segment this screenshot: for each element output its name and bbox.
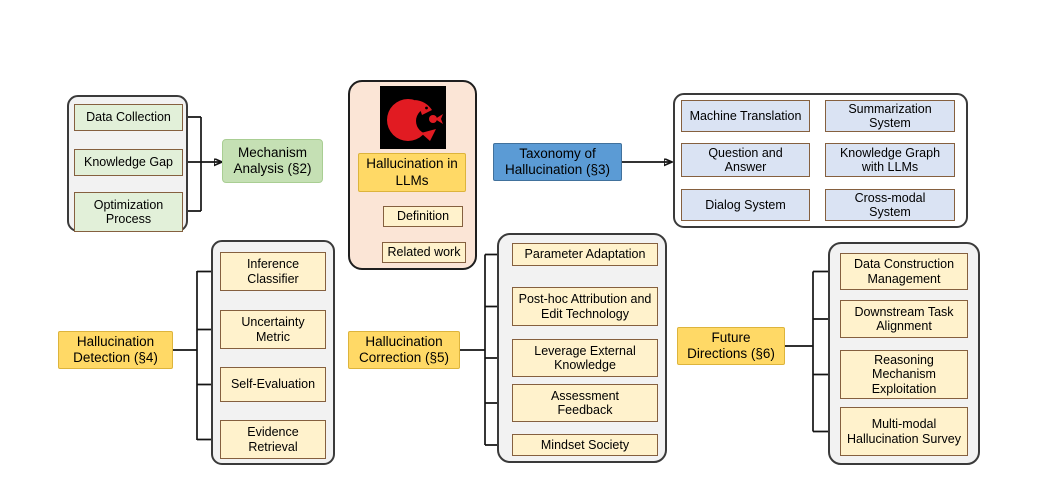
node-knowledge-graph-with-llms: Knowledge Graph with LLMs [825,143,955,177]
node-machine-translation: Machine Translation [681,100,810,132]
node-leverage-external-knowledge: Leverage External Knowledge [512,339,658,377]
node-dialog-system: Dialog System [681,189,810,221]
node-optimization-process: Optimization Process [74,192,183,232]
node-downstream-task-alignment: Downstream Task Alignment [840,300,968,338]
section-mechanism-analysis: Mechanism Analysis (§2) [222,139,323,183]
node-reasoning-mechanism-exploitation: Reasoning Mechanism Exploitation [840,350,968,399]
node-knowledge-gap: Knowledge Gap [74,149,183,176]
section-hallucination-correction: Hallucination Correction (§5) [348,331,460,369]
node-assessment-feedback: Assessment Feedback [512,384,658,422]
node-data-construction-management: Data Construction Management [840,253,968,290]
node-question-and-answer: Question and Answer [681,143,810,177]
node-hallucination-in-llms: Hallucination in LLMs [358,153,466,192]
section-hallucination-detection: Hallucination Detection (§4) [58,331,173,369]
node-cross-modal-system: Cross-modal System [825,189,955,221]
node-summarization-system: Summarization System [825,100,955,132]
node-uncertainty-metric: Uncertainty Metric [220,310,326,349]
node-data-collection: Data Collection [74,104,183,131]
red-whale-logo-icon [380,86,446,149]
node-multi-modal-hallucination-survey: Multi-modal Hallucination Survey [840,407,968,456]
node-mindset-society: Mindset Society [512,434,658,456]
section-future-directions: Future Directions (§6) [677,327,785,365]
node-self-evaluation: Self-Evaluation [220,367,326,402]
node-evidence-retrieval: Evidence Retrieval [220,420,326,459]
node-definition: Definition [383,206,463,227]
node-related-work: Related work [382,242,466,263]
node-parameter-adaptation: Parameter Adaptation [512,243,658,266]
section-taxonomy-of-hallucination: Taxonomy of Hallucination (§3) [493,143,622,181]
node-post-hoc-attribution-and-edit-technology: Post-hoc Attribution and Edit Technology [512,287,658,326]
node-inference-classifier: Inference Classifier [220,252,326,291]
